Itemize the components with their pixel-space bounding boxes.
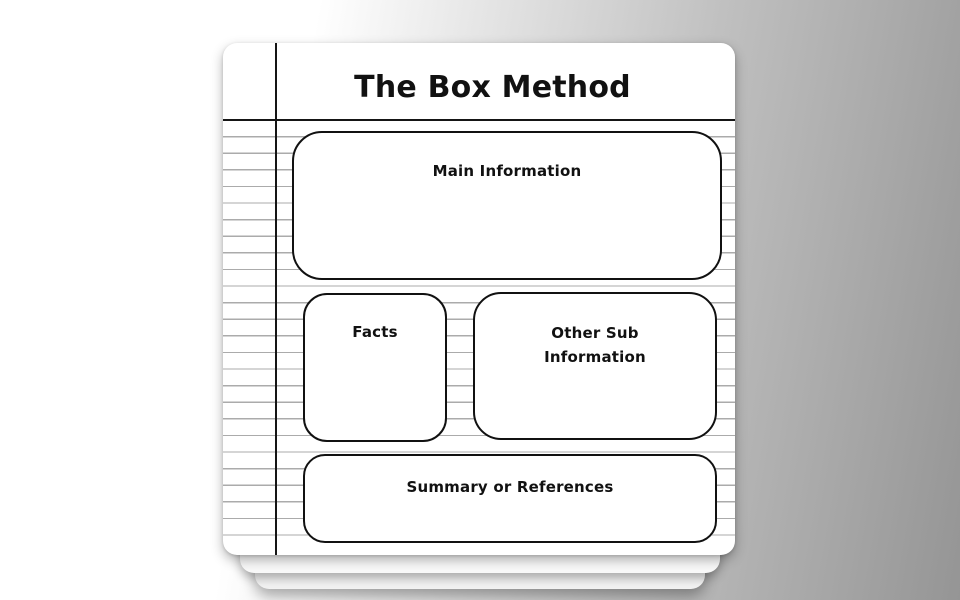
summary-or-references-box: Summary or References [303, 454, 717, 543]
facts-box: Facts [303, 293, 447, 442]
facts-label: Facts [352, 323, 398, 341]
margin-line [275, 43, 278, 555]
summary-or-references-label: Summary or References [406, 478, 614, 496]
main-information-label: Main Information [432, 162, 582, 180]
other-sub-information-box: Other Sub Information [473, 292, 717, 440]
page-title: The Box Method [354, 70, 631, 105]
main-information-box: Main Information [292, 131, 722, 280]
notebook-paper: The Box Method Main Information Facts Ot… [223, 43, 735, 555]
header-rule-line [223, 119, 735, 122]
other-sub-information-label: Other Sub Information [544, 324, 646, 366]
